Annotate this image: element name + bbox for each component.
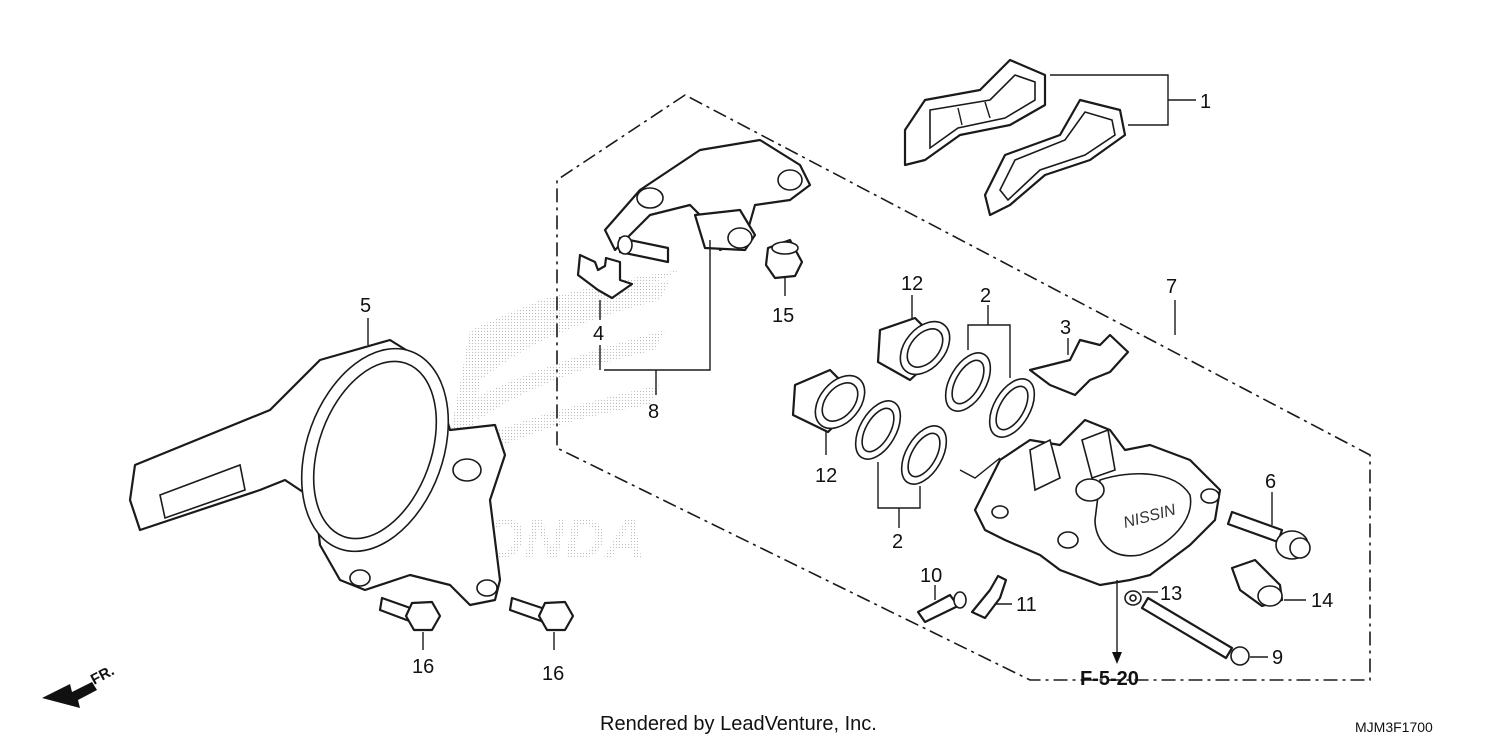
bleeder-screw[interactable] xyxy=(916,591,967,624)
piston-seal-set-lower[interactable] xyxy=(846,393,955,491)
piston-lower[interactable] xyxy=(791,366,875,438)
callout-8: 8 xyxy=(648,401,659,423)
caliper-hanger[interactable] xyxy=(128,328,507,607)
pad-pin[interactable] xyxy=(1140,596,1250,666)
pad-spring[interactable] xyxy=(1028,333,1130,397)
credit-text: Rendered by LeadVenture, Inc. xyxy=(600,713,877,735)
bleeder-cap[interactable] xyxy=(970,574,1008,620)
callout-13: 13 xyxy=(1160,583,1182,605)
brake-pad-set[interactable] xyxy=(903,58,1127,217)
pad-retainer-clip[interactable] xyxy=(576,253,634,300)
callout-12a: 12 xyxy=(901,273,923,295)
callout-1: 1 xyxy=(1200,91,1211,113)
reference-pointer xyxy=(1112,580,1122,664)
callout-4: 4 xyxy=(593,323,604,345)
pin-washer[interactable] xyxy=(1124,590,1142,606)
callout-12b: 12 xyxy=(815,465,837,487)
diagram-code: MJM3F1700 xyxy=(1355,719,1433,735)
callout-7: 7 xyxy=(1166,276,1177,298)
callout-14: 14 xyxy=(1311,590,1333,612)
callout-2a: 2 xyxy=(980,285,991,307)
callout-16a: 16 xyxy=(412,656,434,678)
caliper-boot[interactable] xyxy=(764,238,804,280)
caliper-assembly-boundary xyxy=(556,94,1371,681)
callout-10: 10 xyxy=(920,565,942,587)
caliper-pin-bolt[interactable] xyxy=(1226,510,1311,560)
flange-bolt-left[interactable] xyxy=(378,596,442,632)
callout-2b: 2 xyxy=(892,531,903,553)
callout-9: 9 xyxy=(1272,647,1283,669)
callout-5: 5 xyxy=(360,295,371,317)
page-reference-link[interactable]: F-5-20 xyxy=(1080,668,1139,690)
front-direction-arrow-icon: FR. xyxy=(42,662,117,708)
caliper-body[interactable]: NISSIN xyxy=(973,418,1222,587)
callout-16b: 16 xyxy=(542,663,564,685)
callout-3: 3 xyxy=(1060,317,1071,339)
callout-11: 11 xyxy=(1016,594,1037,616)
flange-bolt-right[interactable] xyxy=(508,596,575,632)
piston-seal-set-upper[interactable] xyxy=(936,345,1043,444)
pin-boot[interactable] xyxy=(1230,558,1284,608)
piston-upper[interactable] xyxy=(876,312,960,384)
callout-6: 6 xyxy=(1265,471,1276,493)
callout-15: 15 xyxy=(772,305,794,327)
